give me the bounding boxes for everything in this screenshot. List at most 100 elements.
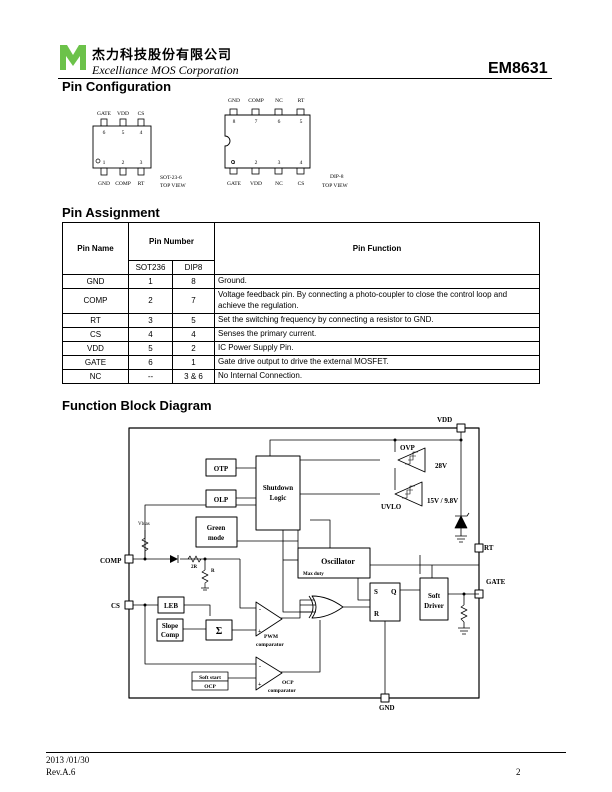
dip-bottom-num-1: 1 <box>233 160 236 166</box>
leb-label: LEB <box>164 602 178 610</box>
soft-driver-block: Soft Driver <box>419 577 449 621</box>
dip-top-num-2: 7 <box>255 119 258 125</box>
dip-top-label-2: COMP <box>248 98 264 104</box>
soft-driver-line1: Soft <box>428 592 441 600</box>
latch-q-label: Q <box>391 588 397 596</box>
shutdown-label-line1: Shutdown <box>263 484 293 492</box>
or-gate <box>300 595 344 619</box>
gate-pulldown-resistor <box>458 604 470 635</box>
sigma-label: Σ <box>216 626 223 637</box>
pin-name: GATE <box>62 354 129 370</box>
ovp-label: OVP <box>400 444 416 452</box>
sot-bottom-label-3: RT <box>138 181 145 187</box>
sot-top-label-3: CS <box>138 111 145 117</box>
pwm-label-line1: PWM <box>264 634 279 640</box>
sr-latch: S Q R <box>369 582 401 622</box>
slope-label-line2: Comp <box>161 631 179 639</box>
pin-function: Ground. <box>214 274 540 289</box>
dip-number: 1 <box>172 354 215 370</box>
comp-bias-network: Vbias 2R R <box>138 522 215 591</box>
dip-number: 4 <box>172 326 215 342</box>
otp-block: OTP <box>205 458 237 477</box>
sot-bottom-num-2: 2 <box>122 160 125 166</box>
pin-name: NC <box>62 368 129 384</box>
dip-package-name: DIP-8 <box>330 174 344 180</box>
ocp-label-line2: comparator <box>268 688 296 694</box>
header-pin-name: Pin Name <box>62 222 129 275</box>
comp-pin <box>124 554 134 564</box>
pwm-comparator: - + PWM comparator <box>255 601 284 648</box>
otp-label: OTP <box>214 465 229 473</box>
vbias-label: Vbias <box>138 522 150 527</box>
cs-pin-label: CS <box>111 602 120 610</box>
sot-number: 2 <box>128 288 173 314</box>
ocp-minus-sign: - <box>259 664 261 670</box>
section-title-pin-assignment: Pin Assignment <box>62 205 160 220</box>
sot-number: 5 <box>128 340 173 356</box>
gnd-pin-label: GND <box>379 704 395 712</box>
footer-date: 2013 /01/30 <box>46 755 90 765</box>
header-sot236: SOT236 <box>128 260 173 275</box>
sot-package-name: SOT-23-6 <box>160 175 182 181</box>
dip-8-package: GND COMP NC RT 8 7 6 5 1 2 3 4 GATE VDD … <box>224 98 349 189</box>
sot-number: -- <box>128 368 173 384</box>
table-row: CS 4 4 Senses the primary current. <box>62 326 540 342</box>
vdd-pin <box>456 423 466 433</box>
pwm-label-line2: comparator <box>256 642 284 648</box>
sot-top-num-3: 4 <box>140 130 143 136</box>
sot-number: 1 <box>128 274 173 289</box>
dip-number: 2 <box>172 340 215 356</box>
sot-23-6-package: GATE VDD CS 6 5 4 1 2 3 GND COMP RT SOT-… <box>92 111 187 189</box>
sot-bottom-num-1: 1 <box>103 160 106 166</box>
pin-name: GND <box>62 274 129 289</box>
uvlo-comparator: UVLO 15V / 9.8V <box>381 481 458 511</box>
dip-number: 8 <box>172 274 215 289</box>
sot-bottom-label-2: COMP <box>115 181 131 187</box>
dip-number: 5 <box>172 312 215 328</box>
junction-dots <box>143 438 466 607</box>
sot-top-label-1: GATE <box>97 111 112 117</box>
dip-bottom-num-2: 2 <box>255 160 258 166</box>
sot-number: 6 <box>128 354 173 370</box>
pin-name: CS <box>62 326 129 342</box>
pin-function: IC Power Supply Pin. <box>214 340 540 356</box>
company-logo <box>60 45 86 70</box>
latch-r-label: R <box>374 610 380 618</box>
cs-pin <box>124 600 134 610</box>
gate-pin-label: GATE <box>486 578 506 586</box>
ovp-threshold: 28V <box>435 462 447 470</box>
dip-top-label-1: GND <box>228 98 240 104</box>
dip-view-label: TOP VIEW <box>322 183 349 189</box>
sot-number: 3 <box>128 312 173 328</box>
pin-function: No Internal Connection. <box>214 368 540 384</box>
rt-pin <box>474 543 484 553</box>
pwm-plus-sign: + <box>258 629 262 635</box>
pin-name: RT <box>62 312 129 328</box>
dip-bottom-label-3: NC <box>275 181 283 187</box>
pin-assignment-table: Pin Name Pin Number Pin Function SOT236 … <box>62 222 540 384</box>
soft-start-block: Soft start OCP <box>191 671 229 691</box>
page-footer: 2013 /01/30 Rev.A.6 2 <box>46 752 566 777</box>
pin-name: VDD <box>62 340 129 356</box>
pin-function: Set the switching frequency by connectin… <box>214 312 540 328</box>
company-name-english: Excelliance MOS Corporation <box>92 63 239 77</box>
dip-bottom-num-3: 3 <box>278 160 281 166</box>
vdd-pin-label: VDD <box>437 416 452 424</box>
dip-top-num-4: 5 <box>300 119 303 125</box>
wiring <box>133 432 479 694</box>
pin-function: Senses the primary current. <box>214 326 540 342</box>
function-block-diagram: VDD COMP CS RT GATE GND <box>100 416 506 712</box>
zener-diode <box>454 512 470 543</box>
footer-page-number: 2 <box>516 767 521 777</box>
green-mode-block: Green mode <box>195 516 238 548</box>
dip-bottom-label-1: GATE <box>227 181 242 187</box>
resistor-2r-label: 2R <box>191 565 198 570</box>
resistor-r-label: R <box>211 569 215 574</box>
rt-pin-label: RT <box>484 544 494 552</box>
max-duty-label: Max duty <box>303 572 324 577</box>
ovp-comparator: OVP 28V <box>397 444 447 473</box>
header-pin-function: Pin Function <box>214 222 540 275</box>
dip-number: 7 <box>172 288 215 314</box>
green-label-line1: Green <box>207 524 226 532</box>
shutdown-logic-block: Shutdown Logic <box>255 455 301 531</box>
